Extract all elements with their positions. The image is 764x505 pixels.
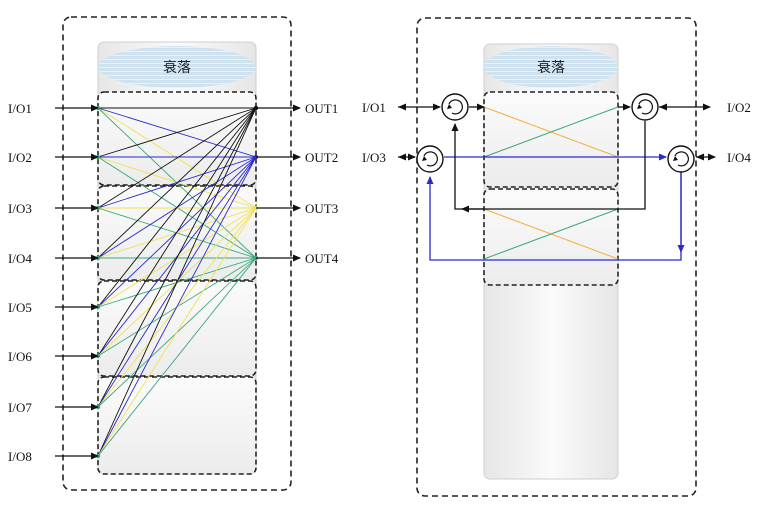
left-input-6: I/O6 xyxy=(8,349,99,364)
input-label-5: I/O5 xyxy=(8,300,32,315)
right-crossings xyxy=(483,106,619,260)
right-block-2 xyxy=(483,188,619,286)
port-label-io3: I/O3 xyxy=(362,150,386,165)
output-label-1: OUT1 xyxy=(305,101,338,116)
left-output-3: OUT3 xyxy=(256,201,338,216)
left-diagram: 衰落 I/O1 I/O2 I/O3 I/O4 I/O5 I/O6 xyxy=(8,16,339,491)
left-input-5: I/O5 xyxy=(8,300,99,315)
input-label-2: I/O2 xyxy=(8,150,32,165)
port-label-io1: I/O1 xyxy=(362,100,386,115)
input-label-4: I/O4 xyxy=(8,251,32,266)
right-fading-cloud xyxy=(484,46,618,88)
left-block-1 xyxy=(97,91,257,186)
mesh-link-7-1 xyxy=(97,107,257,408)
return-path-black xyxy=(451,121,646,210)
mesh-link-2-1 xyxy=(97,107,257,158)
left-connection-mesh xyxy=(95,105,259,459)
left-input-1: I/O1 xyxy=(8,101,99,116)
right-diagram: 衰落 I/O1 I/O2 I/O3 I/O4 xyxy=(362,17,751,497)
mesh-link-7-3 xyxy=(97,207,257,408)
left-block-4 xyxy=(97,376,257,475)
left-output-4: OUT4 xyxy=(256,251,339,266)
mesh-link-8-2 xyxy=(97,156,257,457)
output-label-2: OUT2 xyxy=(305,150,338,165)
circulator-icon xyxy=(631,93,659,121)
left-outer-frame xyxy=(62,16,292,491)
left-input-8: I/O8 xyxy=(8,449,99,464)
left-fading-cloud xyxy=(98,46,256,88)
input-label-3: I/O3 xyxy=(8,201,32,216)
input-label-7: I/O7 xyxy=(8,400,32,415)
left-input-4: I/O4 xyxy=(8,251,99,266)
left-output-1: OUT1 xyxy=(256,101,338,116)
left-title: 衰落 xyxy=(163,59,191,76)
input-label-6: I/O6 xyxy=(8,349,32,364)
output-label-4: OUT4 xyxy=(305,251,339,266)
output-label-3: OUT3 xyxy=(305,201,338,216)
circulator-icon xyxy=(441,93,469,121)
left-input-3: I/O3 xyxy=(8,201,99,216)
left-input-2: I/O2 xyxy=(8,150,99,165)
right-block-1 xyxy=(483,91,619,188)
mesh-link-4-3 xyxy=(97,207,257,259)
mesh-link-3-1 xyxy=(97,107,257,209)
port-label-io2: I/O2 xyxy=(727,100,751,115)
mesh-link-4-1 xyxy=(97,107,257,259)
right-title: 衰落 xyxy=(537,59,565,76)
mesh-link-6-1 xyxy=(97,107,257,357)
input-label-1: I/O1 xyxy=(8,101,32,116)
circulator-icon xyxy=(667,145,695,173)
right-outer-frame xyxy=(416,17,697,497)
circulator-icon xyxy=(416,145,444,173)
left-output-2: OUT2 xyxy=(256,150,338,165)
port-label-io4: I/O4 xyxy=(727,150,751,165)
left-input-7: I/O7 xyxy=(8,400,99,415)
input-label-8: I/O8 xyxy=(8,449,32,464)
mesh-link-8-3 xyxy=(97,207,257,457)
mesh-link-8-1 xyxy=(97,107,257,457)
mesh-link-8-4 xyxy=(97,257,257,457)
mesh-link-5-1 xyxy=(97,107,257,308)
mesh-link-6-2 xyxy=(97,156,257,357)
